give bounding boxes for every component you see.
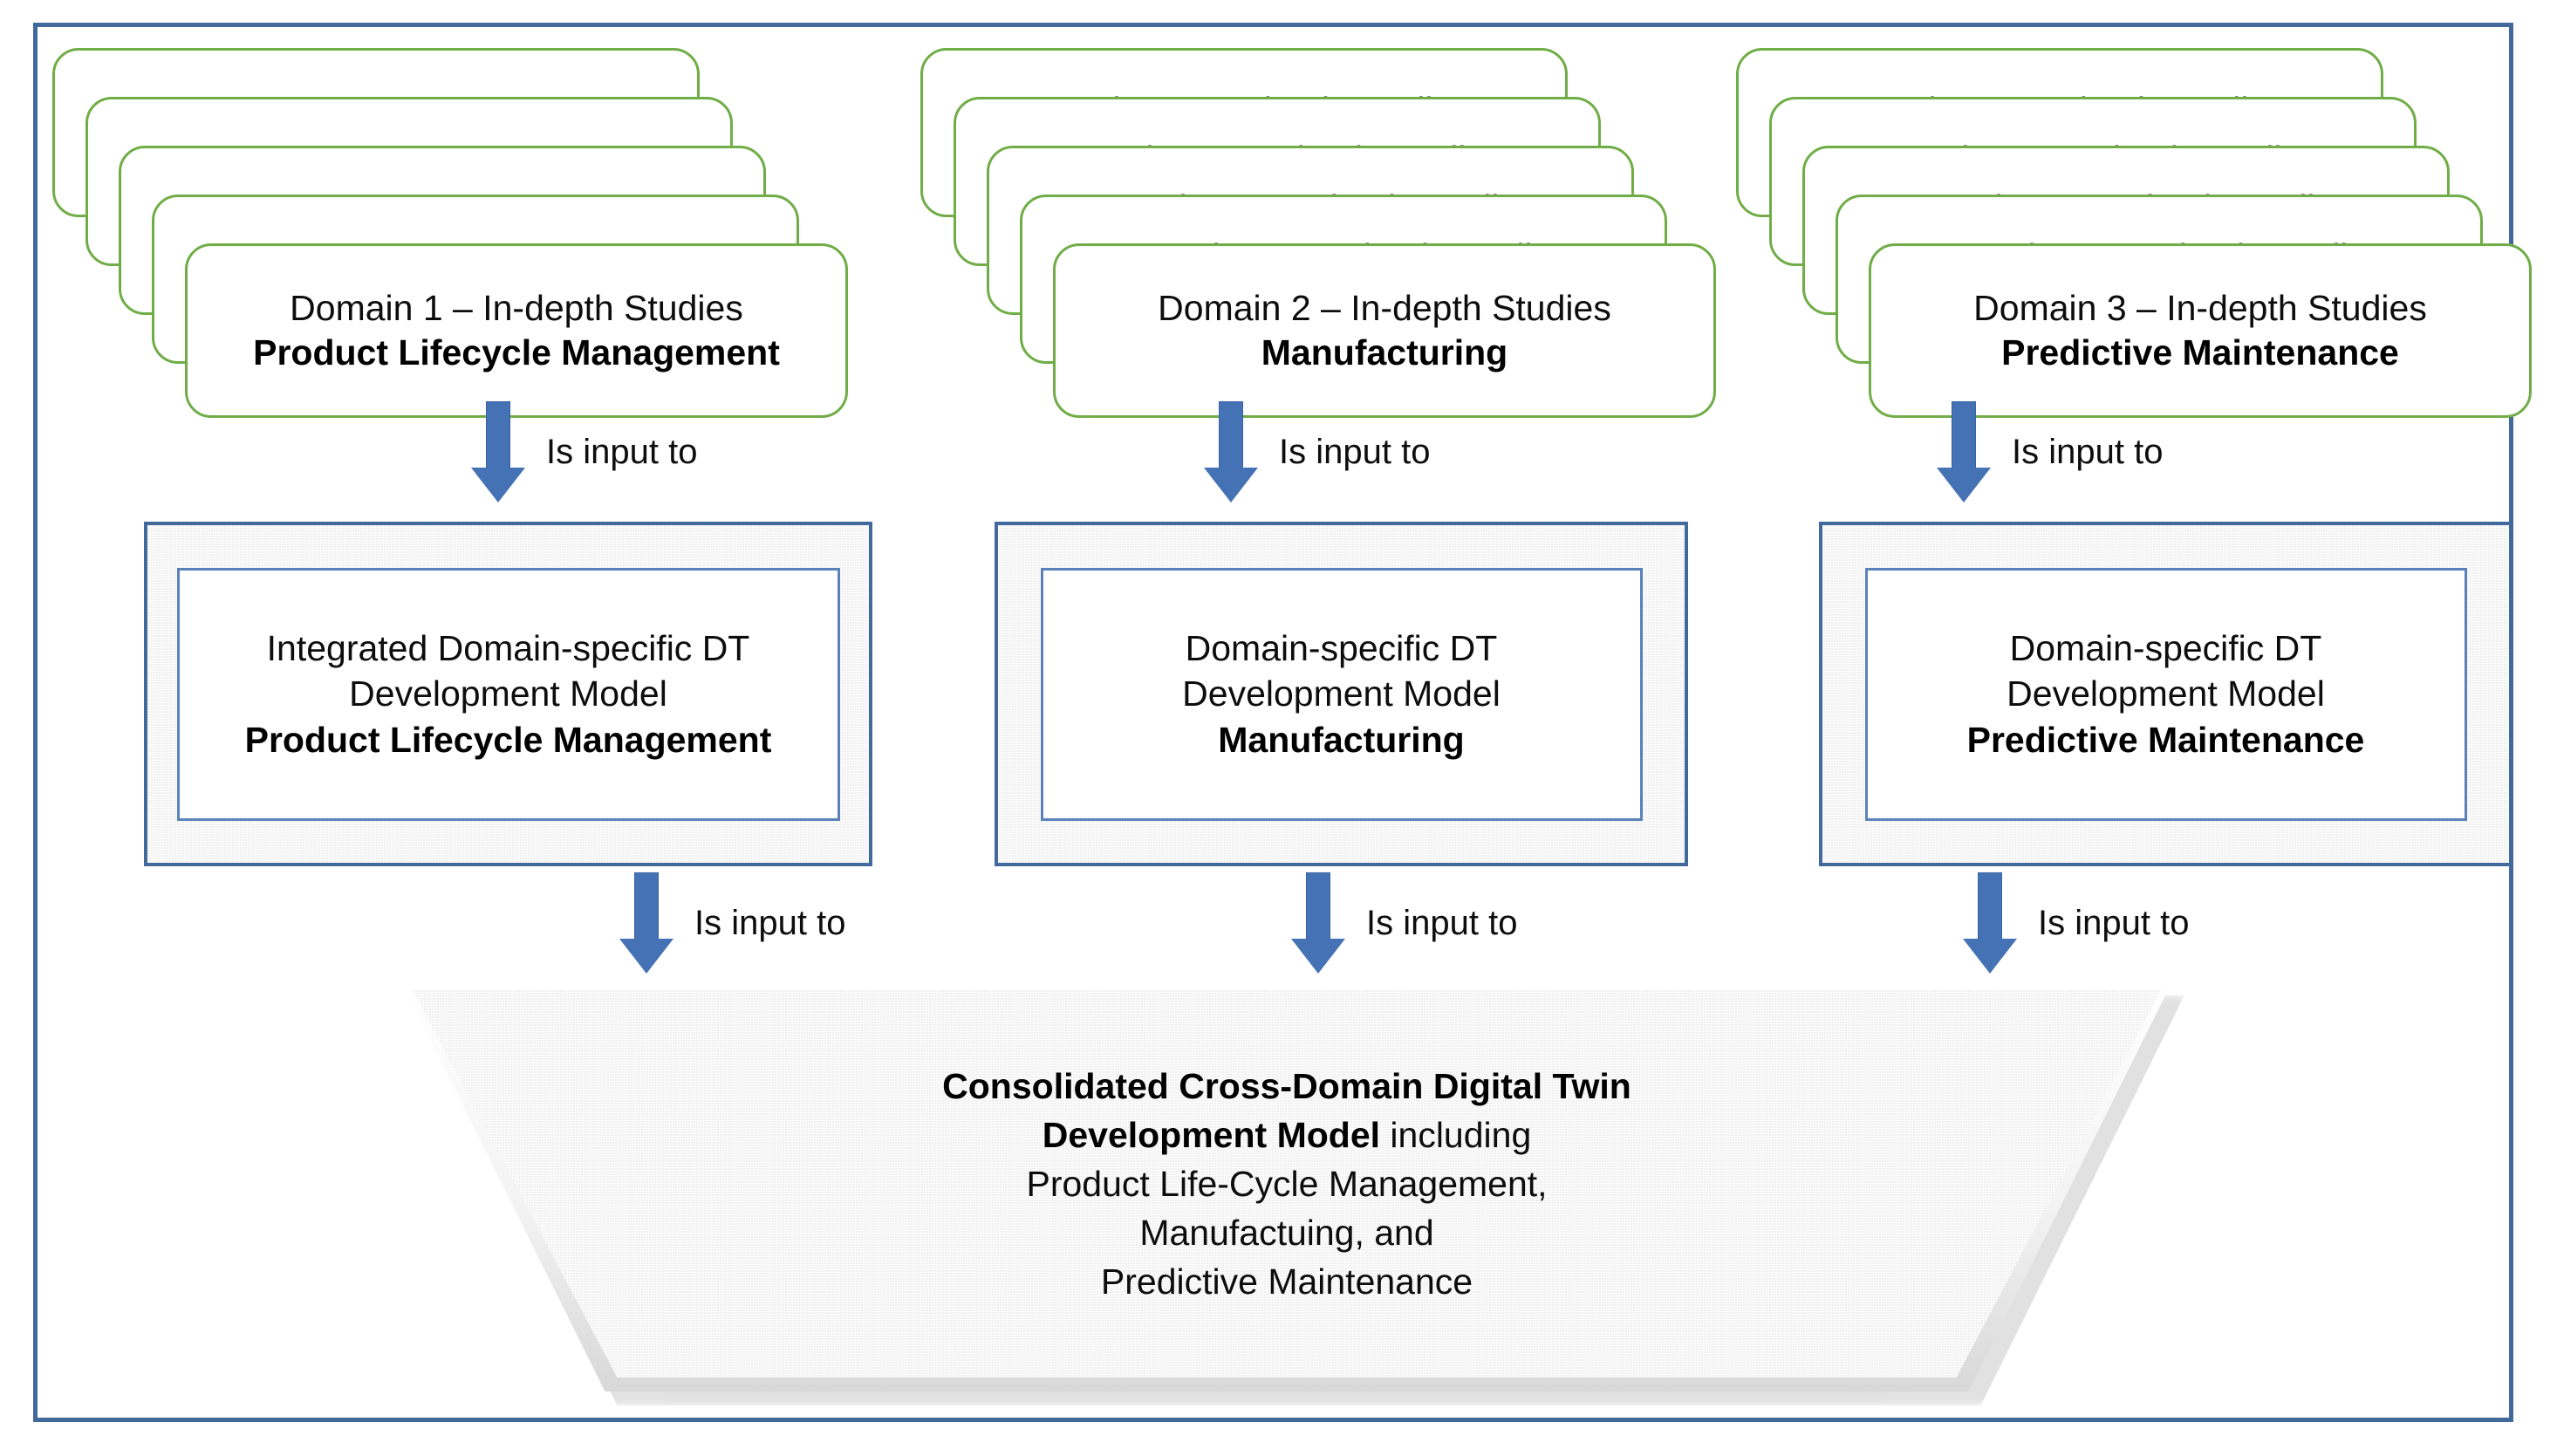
card-subject-line: Product Lifecycle Management (253, 332, 780, 373)
model-line-1: Domain-specific DT (2009, 627, 2322, 668)
consolidated-line-2-bold: Development Model (1042, 1114, 1381, 1155)
consolidated-line-2: Development Model including (1043, 1111, 1532, 1159)
card-title-line: Domain 1 – In-depth Studies (290, 287, 743, 328)
card-subject-line: Predictive Maintenance (2001, 332, 2399, 373)
arrow-label: Is input to (546, 432, 698, 471)
card-stack-domain-1[interactable]: Domain 1 – In-depth Studies Product Life… (52, 48, 848, 418)
card-stack-domain-2[interactable]: Domain 2 – In-depth Studies Manufacturin… (920, 48, 1716, 418)
arrow-model-3-to-consolidated[interactable]: Is input to (1963, 872, 2189, 974)
model-line-2: Development Model (349, 673, 667, 714)
arrow-label: Is input to (2012, 432, 2164, 471)
arrow-model-1-to-consolidated[interactable]: Is input to (619, 872, 845, 974)
model-line-2: Development Model (2007, 673, 2325, 714)
model-line-3: Predictive Maintenance (1966, 719, 2365, 760)
trapezoid-body: Consolidated Cross-Domain Digital Twin D… (413, 990, 2161, 1377)
arrow-model-2-to-consolidated[interactable]: Is input to (1291, 872, 1517, 974)
consolidated-line-3: Product Life-Cycle Management, (1026, 1163, 1548, 1204)
consolidated-line-1: Consolidated Cross-Domain Digital Twin (942, 1062, 1631, 1111)
consolidated-model-trapezoid[interactable]: Consolidated Cross-Domain Digital Twin D… (401, 981, 2184, 1409)
stack-card-front-domain-3[interactable]: Domain 3 – In-depth Studies Predictive M… (1869, 243, 2532, 418)
arrow-label: Is input to (2038, 903, 2190, 942)
model-box-domain-2[interactable]: Domain-specific DT Development Model Man… (995, 522, 1688, 866)
consolidated-line-1-text: Consolidated Cross-Domain Digital Twin (942, 1065, 1631, 1106)
card-stack-domain-3[interactable]: Domain 3 – In-depth Studies Predictive M… (1736, 48, 2532, 418)
arrow-domain-1-to-model-1[interactable]: Is input to (471, 401, 697, 502)
arrow-label: Is input to (1279, 432, 1431, 471)
card-subject-line: Manufacturing (1261, 332, 1508, 373)
model-inner-box: Domain-specific DT Development Model Pre… (1864, 567, 2467, 821)
arrow-domain-3-to-model-3[interactable]: Is input to (1937, 401, 2163, 502)
stack-card-front-domain-1[interactable]: Domain 1 – In-depth Studies Product Life… (185, 243, 848, 418)
arrow-down-icon (1204, 401, 1258, 502)
consolidated-line-4: Manufactuing, and (1139, 1213, 1434, 1254)
model-box-domain-1[interactable]: Integrated Domain-specific DT Developmen… (144, 522, 872, 866)
arrow-label: Is input to (694, 903, 846, 942)
model-line-1: Integrated Domain-specific DT (266, 627, 750, 668)
model-inner-box: Domain-specific DT Development Model Man… (1040, 567, 1643, 821)
arrow-down-icon (1291, 872, 1345, 974)
arrow-label: Is input to (1366, 903, 1518, 942)
stack-card-front-domain-2[interactable]: Domain 2 – In-depth Studies Manufacturin… (1053, 243, 1716, 418)
model-line-1: Domain-specific DT (1185, 627, 1498, 668)
arrow-down-icon (471, 401, 525, 502)
card-title-line: Domain 3 – In-depth Studies (1973, 287, 2427, 328)
consolidated-line-5: Predictive Maintenance (1100, 1261, 1473, 1302)
model-line-3: Manufacturing (1218, 719, 1465, 760)
arrow-domain-2-to-model-2[interactable]: Is input to (1204, 401, 1430, 502)
arrow-down-icon (1963, 872, 2017, 974)
model-inner-box: Integrated Domain-specific DT Developmen… (176, 567, 840, 821)
arrow-down-icon (619, 872, 673, 974)
card-title-line: Domain 2 – In-depth Studies (1158, 287, 1611, 328)
arrow-down-icon (1937, 401, 1991, 502)
model-line-3: Product Lifecycle Management (244, 719, 772, 760)
consolidated-line-2-rest: including (1380, 1114, 1532, 1155)
model-box-domain-3[interactable]: Domain-specific DT Development Model Pre… (1819, 522, 2512, 866)
model-line-2: Development Model (1182, 673, 1501, 714)
